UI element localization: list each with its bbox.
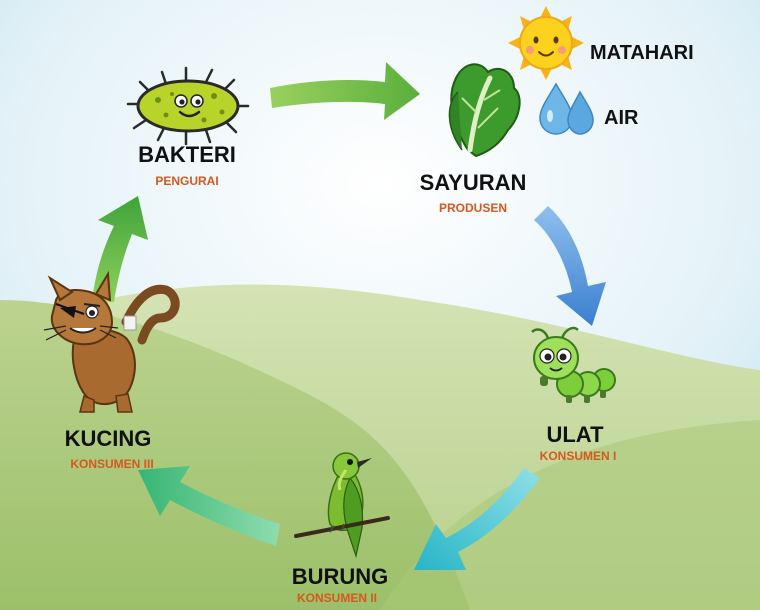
caterpillar-icon [531, 326, 616, 403]
bakteri-label: BAKTERI [138, 142, 236, 167]
arrow-ulat-to-burung [414, 468, 540, 570]
ulat-label: ULAT [546, 422, 604, 447]
arrow-sayuran-to-ulat [534, 206, 606, 326]
vegetable-icon [448, 63, 521, 158]
sayuran-role: PRODUSEN [439, 201, 507, 215]
arrow-burung-to-kucing [138, 466, 280, 546]
matahari-label: MATAHARI [590, 42, 694, 64]
sun-icon [508, 6, 584, 80]
air-label: AIR [604, 107, 639, 129]
bacteria-icon [126, 66, 250, 146]
kucing-label: KUCING [65, 426, 152, 451]
ulat-role: KONSUMEN I [540, 449, 617, 463]
front-hill-right [380, 420, 760, 610]
burung-label: BURUNG [292, 564, 389, 589]
sayuran-label: SAYURAN [420, 170, 527, 195]
cat-icon [43, 270, 180, 413]
kucing-role: KONSUMEN III [70, 457, 153, 471]
burung-role: KONSUMEN II [297, 591, 377, 605]
bakteri-role: PENGURAI [155, 174, 218, 188]
water-drop-icon [539, 82, 594, 135]
arrow-bakteri-to-sayuran [270, 62, 420, 120]
bird-icon [294, 452, 390, 559]
